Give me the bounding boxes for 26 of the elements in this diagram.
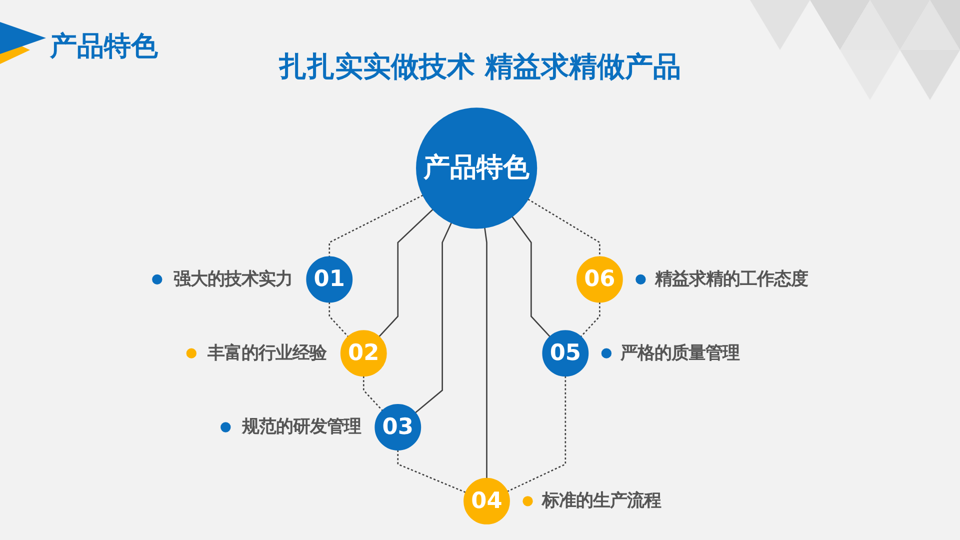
feature-text: 强大的技术实力 (173, 269, 292, 290)
connector (580, 302, 600, 338)
connector (507, 376, 566, 492)
connector (328, 302, 349, 338)
connector (484, 228, 488, 478)
node-circle: 05 (542, 330, 589, 377)
connector (512, 216, 550, 338)
node-circle: 03 (374, 404, 422, 450)
feature-text: 规范的研发管理 (242, 417, 361, 438)
node-circle: 02 (340, 330, 387, 377)
connector (378, 208, 434, 338)
connector (328, 194, 424, 257)
slogan-heading: 扎扎实实做技术 精益求精做产品 (279, 49, 681, 85)
feature-text: 标准的生产流程 (542, 491, 661, 512)
connector (528, 198, 600, 257)
feature-text: 严格的质量管理 (620, 343, 740, 364)
node-circle: 06 (576, 256, 623, 303)
node-circle: 04 (464, 478, 510, 524)
feature-text: 精益求精的工作态度 (654, 269, 808, 290)
section-title: 产品特色 (50, 30, 158, 64)
connector (397, 450, 466, 494)
connector (362, 376, 383, 412)
connector (414, 222, 452, 414)
node-circle: 01 (306, 256, 353, 303)
node-circle: 产品特色 (416, 108, 538, 229)
feature-text: 丰富的行业经验 (208, 343, 327, 364)
